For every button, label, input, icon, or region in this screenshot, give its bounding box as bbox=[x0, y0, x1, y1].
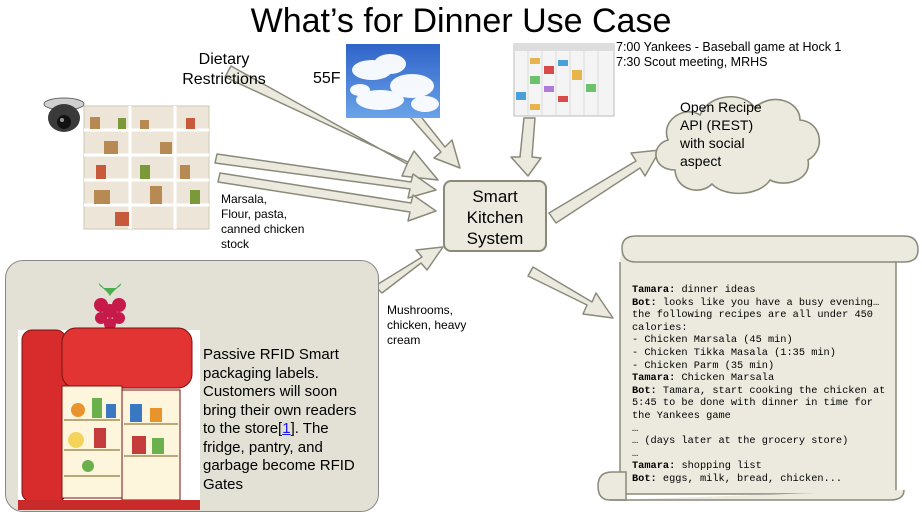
chat-message: Chicken Marsala bbox=[675, 372, 775, 385]
cloud-label: Open Recipe API (REST) with social aspec… bbox=[680, 99, 762, 169]
arrow-to-api bbox=[548, 149, 661, 224]
chat-message: dinner ideas bbox=[675, 284, 756, 296]
scroll-shape bbox=[597, 235, 919, 501]
chat-speaker: Tamara: bbox=[632, 460, 676, 473]
chat-speaker: Bot: bbox=[632, 384, 657, 397]
page-title: What’s for Dinner Use Case bbox=[250, 2, 672, 40]
smart-kitchen-system-label: Smart Kitchen System bbox=[466, 187, 524, 248]
weather-photo bbox=[346, 44, 440, 118]
temperature-label: 55F bbox=[313, 70, 341, 87]
arrow-pantry-2 bbox=[217, 172, 437, 222]
arrow-pantry-1 bbox=[214, 153, 437, 199]
cloud-shape bbox=[655, 95, 821, 195]
chat-speaker: Tamara: bbox=[632, 372, 676, 385]
rfid-text-start: Passive RFID Smart packaging labels. Cus… bbox=[203, 346, 357, 437]
calendar-thumbnail bbox=[513, 43, 615, 117]
chat-message: Tamara, start cooking the chicken at 5:4… bbox=[632, 384, 886, 460]
chat-speaker: Bot: bbox=[632, 296, 657, 309]
pantry-photo bbox=[83, 105, 210, 230]
arrow-to-chat bbox=[527, 266, 614, 319]
dietary-restrictions-label: Dietary Restrictions bbox=[182, 51, 266, 88]
calendar-event: 7:30 Scout meeting, MRHS bbox=[616, 55, 768, 69]
smart-kitchen-system-box: Smart Kitchen System bbox=[443, 180, 547, 252]
arrow-dietary bbox=[224, 65, 439, 181]
chat-transcript: Tamara: dinner ideas Bot: looks like you… bbox=[632, 284, 894, 486]
pantry-items-label: Marsala, Flour, pasta, canned chicken st… bbox=[221, 192, 305, 251]
chat-message: eggs, milk, bread, chicken... bbox=[656, 472, 843, 485]
rfid-description: Passive RFID Smart packaging labels. Cus… bbox=[203, 346, 373, 494]
chat-message: looks like you have a busy evening… the … bbox=[632, 296, 880, 372]
fridge-items-label: Mushrooms, chicken, heavy cream bbox=[387, 303, 467, 347]
chat-message: shopping list bbox=[675, 460, 762, 473]
arrow-calendar bbox=[510, 117, 542, 177]
security-camera-icon bbox=[43, 97, 85, 132]
chat-speaker: Bot: bbox=[632, 472, 657, 485]
reference-link[interactable]: 1 bbox=[282, 420, 291, 437]
arrow-fridge bbox=[374, 246, 444, 294]
calendar-event: 7:00 Yankees - Baseball game at Hock 1 bbox=[616, 40, 842, 54]
calendar-events: 7:00 Yankees - Baseball game at Hock 1 7… bbox=[616, 40, 841, 70]
chat-speaker: Tamara: bbox=[632, 284, 676, 296]
rfid-text-end: ]. The fridge, pantry, and garbage becom… bbox=[203, 420, 355, 493]
raspberry-pi-icon bbox=[94, 283, 126, 330]
